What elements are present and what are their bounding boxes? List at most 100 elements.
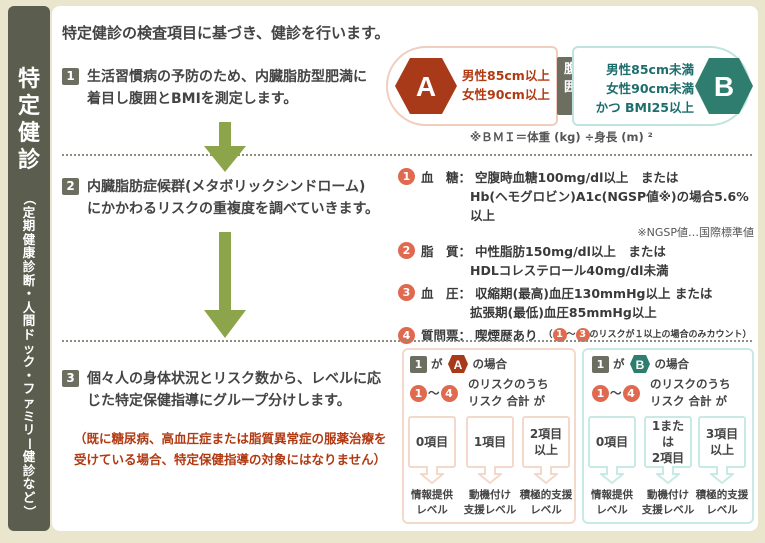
waist-a-criteria: 男性85cm以上 女性90cm以上 <box>462 66 550 104</box>
sidebar-subtitle-char: ッ <box>22 340 36 356</box>
risk-number: 2 <box>398 242 415 259</box>
bmi-formula: ※ＢＭＩ＝体重 (kg) ÷身長 (m) ² <box>470 130 653 144</box>
risk-item-3: 3 血 圧： 収縮期(最高)血圧130mmHg以上 または <box>398 284 754 303</box>
level-name-line: レベル <box>596 504 628 516</box>
risk-item-1: 1 血 糖： 空腹時血糖100mg/dl以上 または <box>398 168 754 187</box>
risk-text-line: リスク 合計 が <box>650 394 728 408</box>
criteria-line: 男性85cm未満 <box>606 62 694 77</box>
waist-b-criteria: 男性85cm未満 女性90cm未満 かつ BMI25以上 <box>592 60 694 117</box>
sidebar-subtitle-char: ・ <box>22 286 36 302</box>
sidebar-subtitle-char: 健 <box>22 449 36 465</box>
sidebar-subtitle-char: ー <box>21 437 37 450</box>
level-name-line: 積極的支援 <box>695 489 749 501</box>
risk-line: 空腹時血糖100mg/dl以上 または <box>475 170 679 185</box>
tilde: ～ <box>610 386 622 400</box>
level-name: 積極的支援 レベル <box>518 488 574 518</box>
sidebar-subtitle-char: ク <box>22 354 36 370</box>
level-count-box: 2項目 以上 <box>522 416 570 468</box>
step-2: 2 内臓脂肪症候群(メタボリックシンドローム) にかかわるリスクの重複度を調べて… <box>62 176 379 220</box>
hexagon-a-letter: A <box>416 71 436 102</box>
sidebar-subtitle-char: ミ <box>22 408 36 424</box>
risk-number: 3 <box>575 328 590 342</box>
risk-label: 質問票： <box>421 328 472 343</box>
group-ga: が <box>613 356 625 371</box>
risk-label: 脂 質： <box>421 244 472 259</box>
risk-line: 喫煙歴あり <box>475 328 538 343</box>
level-count-box: 1または 2項目 <box>644 416 692 468</box>
group-a-risk-range: 1 ～ 4 <box>410 384 458 403</box>
note-text: のリスクが１以上の場合のみカウント） <box>589 330 752 340</box>
risk-number: 1 <box>552 328 567 342</box>
sidebar-title-char: 定 <box>17 94 40 119</box>
group-a-heading: 1 が A の場合 <box>410 354 507 374</box>
divider <box>62 340 752 342</box>
tilde: ～ <box>428 386 440 400</box>
step-text-line: 内臓脂肪症候群(メタボリックシンドローム) <box>87 179 366 195</box>
hexagon-b-icon: B <box>695 58 753 114</box>
count-line: 3項目 <box>705 427 739 441</box>
step-text-line: じた特定保健指導にグループ分けします。 <box>87 393 351 409</box>
group-case: の場合 <box>472 356 508 371</box>
sidebar-subtitle-char: ど <box>22 490 36 506</box>
sidebar-title: 特定健診 <box>8 66 50 174</box>
criteria-line: 男性85cm以上 <box>462 68 550 83</box>
group-a-risk-text: のリスクのうち リスク 合計 が <box>468 376 549 410</box>
risk-item-2: 2 脂 質： 中性脂肪150mg/dl以上 または <box>398 242 754 261</box>
group-b-risk-text: のリスクのうち リスク 合計 が <box>650 376 731 410</box>
risk-line: Hb(ヘモグロビン)A1c(NGSP値※)の場合5.6%以上 <box>470 189 749 223</box>
step-text: 生活習慣病の予防のため、内臓脂肪型肥満に 着目し腹囲とBMIを測定します。 <box>87 66 367 110</box>
sidebar-subtitle-char: 康 <box>22 245 36 261</box>
criteria-line: 女性90cm以上 <box>462 87 550 102</box>
level-name-line: 動機付け <box>469 489 511 501</box>
sidebar-subtitle-char: フ <box>22 381 36 397</box>
hexagon-b-icon: B <box>629 355 650 373</box>
level-name-line: 情報提供 <box>591 489 633 501</box>
down-arrow-icon <box>204 122 246 172</box>
sidebar-subtitle-char: ・ <box>22 367 36 383</box>
sidebar-subtitle-char: 人 <box>22 299 36 315</box>
hexagon-a-icon: A <box>395 58 457 114</box>
step-text-line: 着目し腹囲とBMIを測定します。 <box>87 91 298 107</box>
risk-text-line: のリスクのうち <box>650 377 731 391</box>
risk-list: 1 血 糖： 空腹時血糖100mg/dl以上 または Hb(ヘモグロビン)A1c… <box>398 168 754 345</box>
sidebar-subtitle-char: 間 <box>22 313 36 329</box>
risk-line: 収縮期(最高)血圧130mmHg以上 または <box>475 286 713 301</box>
level-name-line: レベル <box>530 504 562 516</box>
level-count-box: 1項目 <box>466 416 514 468</box>
sidebar-title-char: 健 <box>17 121 40 146</box>
count-line: 2項目 <box>529 427 563 441</box>
risk-number: 4 <box>440 385 458 402</box>
paren: （ <box>543 330 553 340</box>
level-name-line: 支援レベル <box>463 504 517 516</box>
count-line: 2項目 <box>651 451 685 465</box>
note-line: 受けている場合、特定保健指導の対象にはなりません） <box>74 452 387 467</box>
sidebar-subtitle-char: リ <box>22 422 36 438</box>
count-line: 1または <box>651 419 685 449</box>
level-name-line: レベル <box>416 504 448 516</box>
risk-line: 拡張期(最低)血圧85mmHg以上 <box>470 305 657 320</box>
risk-number: 1 <box>410 385 427 402</box>
risk-number: 3 <box>398 284 415 301</box>
level-name: 動機付け 支援レベル <box>462 488 518 518</box>
level-name: 積極的支援 レベル <box>694 488 750 518</box>
step-number: 3 <box>62 370 79 387</box>
count-line: 以上 <box>709 443 734 457</box>
sidebar-subtitle-char: ） <box>21 505 37 518</box>
step-text: 内臓脂肪症候群(メタボリックシンドローム) にかかわるリスクの重複度を調べていき… <box>87 176 379 220</box>
sidebar-subtitle-char: （ <box>21 192 37 206</box>
sidebar-title-char: 診 <box>17 148 40 173</box>
step-text: 個々人の身体状況とリスク数から、レベルに応 じた特定保健指導にグループ分けします… <box>87 368 381 412</box>
level-name-line: 情報提供 <box>411 489 453 501</box>
risk-text-line: のリスクのうち <box>468 377 549 391</box>
sidebar-subtitle-char: 断 <box>22 272 36 288</box>
level-count-box: 0項目 <box>408 416 456 468</box>
risk-line: HDLコレステロール40mg/dl未満 <box>470 263 669 278</box>
group-b-heading: 1 が B の場合 <box>592 354 689 374</box>
risk-number: 1 <box>398 168 415 185</box>
sidebar: 特定健診 （定期健康診断・人間ドック・ファミリー健診など） <box>8 6 50 531</box>
sidebar-subtitle-char: 診 <box>22 258 36 274</box>
hexagon-letter: B <box>635 358 644 372</box>
risk-line: 中性脂肪150mg/dl以上 または <box>475 244 666 259</box>
